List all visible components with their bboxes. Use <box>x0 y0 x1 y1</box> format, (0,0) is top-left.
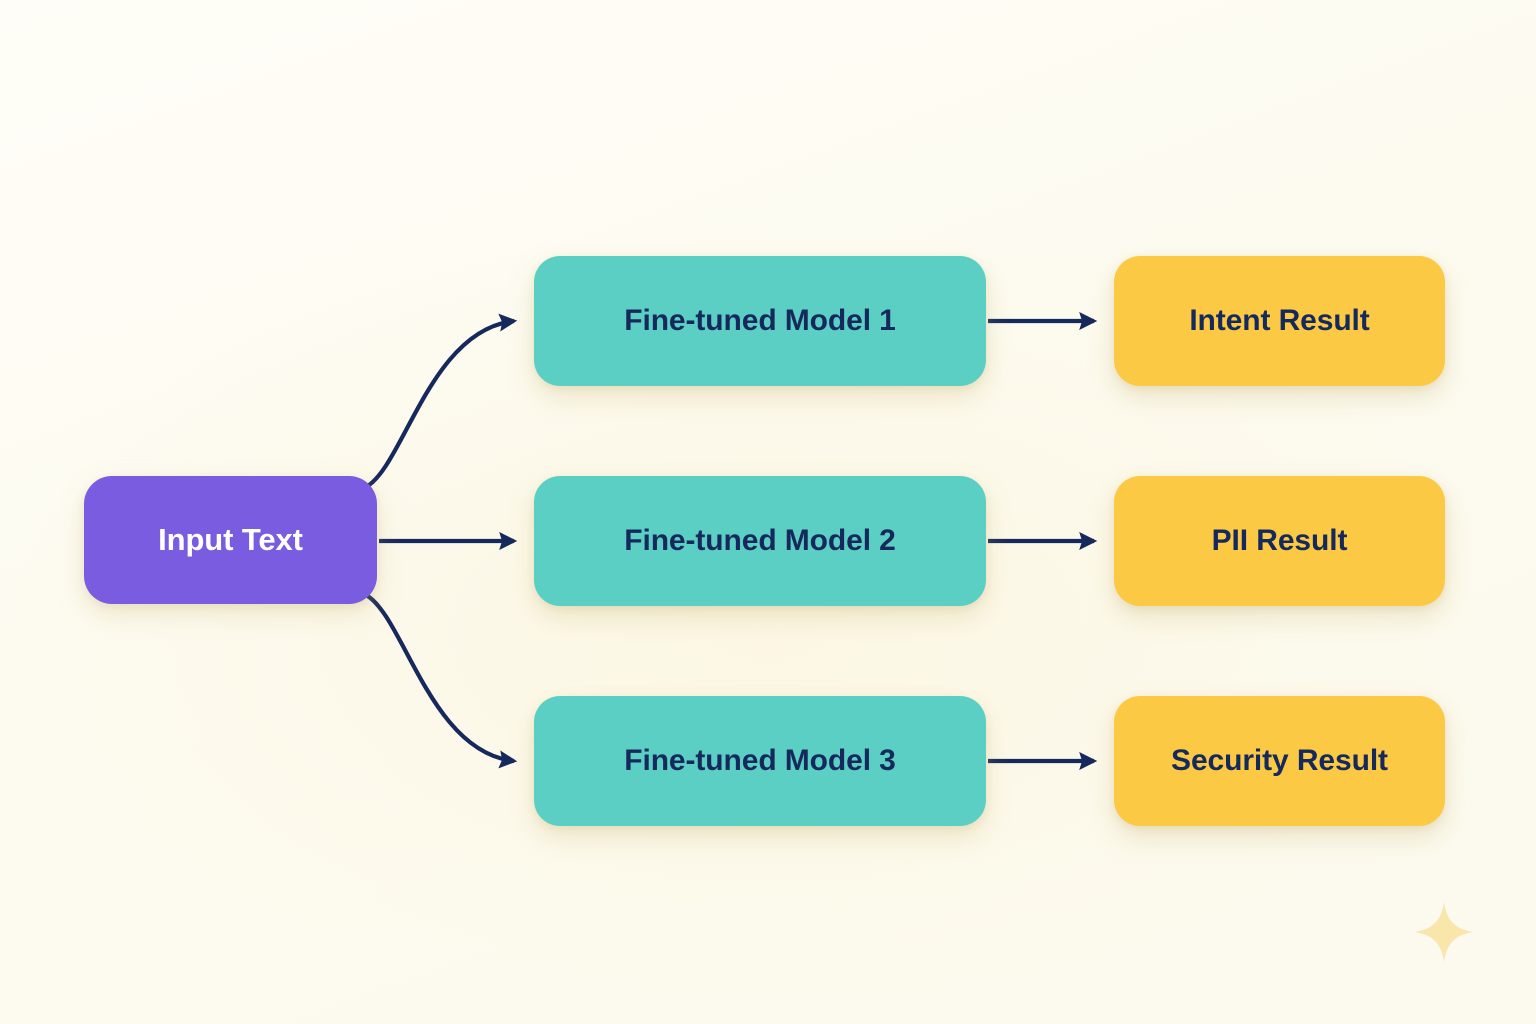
sparkle-icon <box>1414 902 1474 962</box>
node-fine-tuned-model-2[interactable]: Fine-tuned Model 2 <box>534 476 986 606</box>
node-fine-tuned-model-3[interactable]: Fine-tuned Model 3 <box>534 696 986 826</box>
node-fine-tuned-model-2-label: Fine-tuned Model 2 <box>624 524 896 557</box>
node-pii-result-label: PII Result <box>1211 524 1348 557</box>
node-security-result-label: Security Result <box>1171 744 1388 777</box>
node-security-result[interactable]: Security Result <box>1114 696 1445 826</box>
node-fine-tuned-model-3-label: Fine-tuned Model 3 <box>624 744 896 777</box>
node-fine-tuned-model-1[interactable]: Fine-tuned Model 1 <box>534 256 986 386</box>
node-intent-result[interactable]: Intent Result <box>1114 256 1445 386</box>
node-pii-result[interactable]: PII Result <box>1114 476 1445 606</box>
node-input-text[interactable]: Input Text <box>84 476 377 604</box>
node-input-text-label: Input Text <box>158 522 303 557</box>
node-fine-tuned-model-1-label: Fine-tuned Model 1 <box>624 304 896 337</box>
edge-input-to-model-3 <box>364 593 518 769</box>
node-intent-result-label: Intent Result <box>1189 304 1370 337</box>
edge-input-to-model-1 <box>364 313 518 489</box>
